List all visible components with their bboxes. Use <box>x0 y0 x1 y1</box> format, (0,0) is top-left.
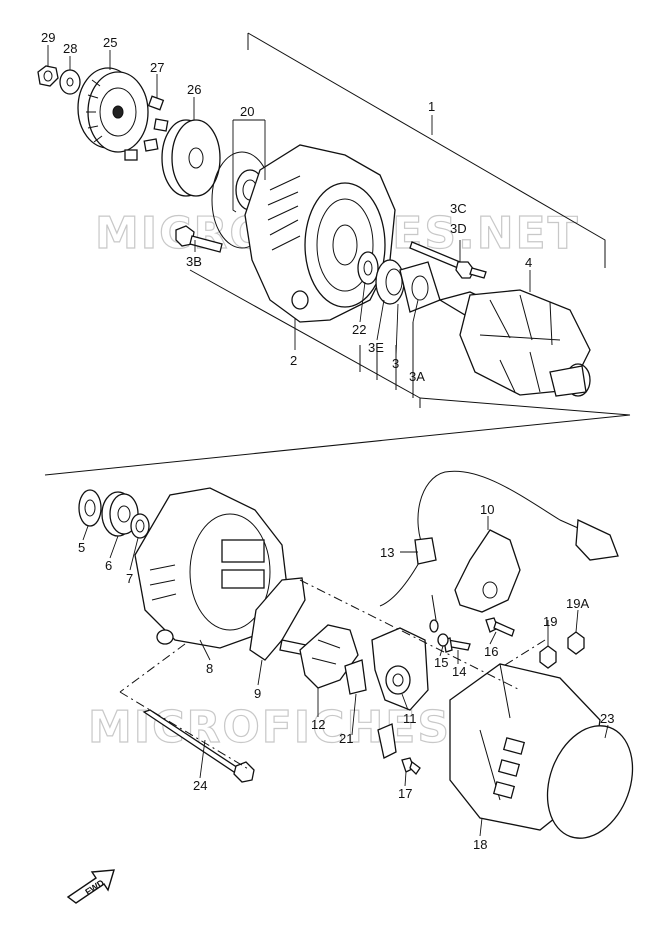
nut-19a <box>567 631 585 655</box>
bolt-16 <box>485 617 515 637</box>
callout-25: 25 <box>103 35 117 50</box>
callout-3a: 3A <box>409 369 425 384</box>
callout-labels: 29 28 25 27 26 20 1 3C 3D 4 3B 2 22 3E 3… <box>41 30 614 852</box>
callout-6: 6 <box>105 558 112 573</box>
callout-14: 14 <box>452 664 466 679</box>
washer-28 <box>59 69 81 95</box>
through-bolt-24 <box>142 709 255 783</box>
callout-13: 13 <box>380 545 394 560</box>
callout-3e: 3E <box>368 340 384 355</box>
callout-15: 15 <box>434 655 448 670</box>
callout-26: 26 <box>187 82 201 97</box>
retainer-3a <box>399 261 441 313</box>
callout-20: 20 <box>240 104 254 119</box>
bearing-3 <box>375 259 405 305</box>
front-housing-2 <box>244 144 396 323</box>
callout-19a: 19A <box>566 596 589 611</box>
callout-21: 21 <box>339 731 353 746</box>
spacer-22 <box>357 251 379 285</box>
callout-10: 10 <box>480 502 494 517</box>
pulley-cover-26 <box>161 119 221 197</box>
callout-3: 3 <box>392 356 399 371</box>
callout-28: 28 <box>63 41 77 56</box>
sensor-cable-13 <box>379 470 619 633</box>
callout-16: 16 <box>484 644 498 659</box>
alignment-lines <box>119 579 546 771</box>
callout-3c: 3C <box>450 201 467 216</box>
callout-7: 7 <box>126 571 133 586</box>
bracket-21 <box>377 723 397 759</box>
rotor-4 <box>438 289 591 397</box>
callout-11: 11 <box>403 711 417 726</box>
assembly-bracket-1 <box>189 32 631 416</box>
regulator-11 <box>371 627 429 711</box>
callout-18: 18 <box>473 837 487 852</box>
insulator-21 <box>344 659 367 695</box>
callout-12: 12 <box>311 717 325 732</box>
screw-17 <box>401 757 421 776</box>
rear-housing-8 <box>134 487 289 649</box>
bolt-3b <box>175 225 223 253</box>
collar-7 <box>130 513 150 539</box>
callout-3b: 3B <box>186 254 202 269</box>
callout-22: 22 <box>352 322 366 337</box>
washer-15 <box>437 633 449 647</box>
callout-24: 24 <box>193 778 207 793</box>
callout-5: 5 <box>78 540 85 555</box>
callout-4: 4 <box>525 255 532 270</box>
end-cap-23 <box>546 725 634 839</box>
callout-27: 27 <box>150 60 164 75</box>
callout-29: 29 <box>41 30 55 45</box>
callout-19: 19 <box>543 614 557 629</box>
brush-holder-10 <box>454 529 521 613</box>
fwd-arrow-icon: FWD <box>66 869 115 904</box>
section-divider-line <box>44 414 631 476</box>
damper-27 <box>124 95 169 161</box>
callout-3d: 3D <box>450 221 467 236</box>
shim-5 <box>78 489 102 527</box>
callout-8: 8 <box>206 661 213 676</box>
stud-3c <box>409 241 487 279</box>
nut-29 <box>37 65 59 87</box>
leader-lines <box>47 45 609 837</box>
callout-2: 2 <box>290 353 297 368</box>
callout-1: 1 <box>428 99 435 114</box>
callout-23: 23 <box>600 711 614 726</box>
nut-19 <box>539 645 557 669</box>
callout-9: 9 <box>254 686 261 701</box>
pulley-25 <box>77 67 149 153</box>
callout-17: 17 <box>398 786 412 801</box>
